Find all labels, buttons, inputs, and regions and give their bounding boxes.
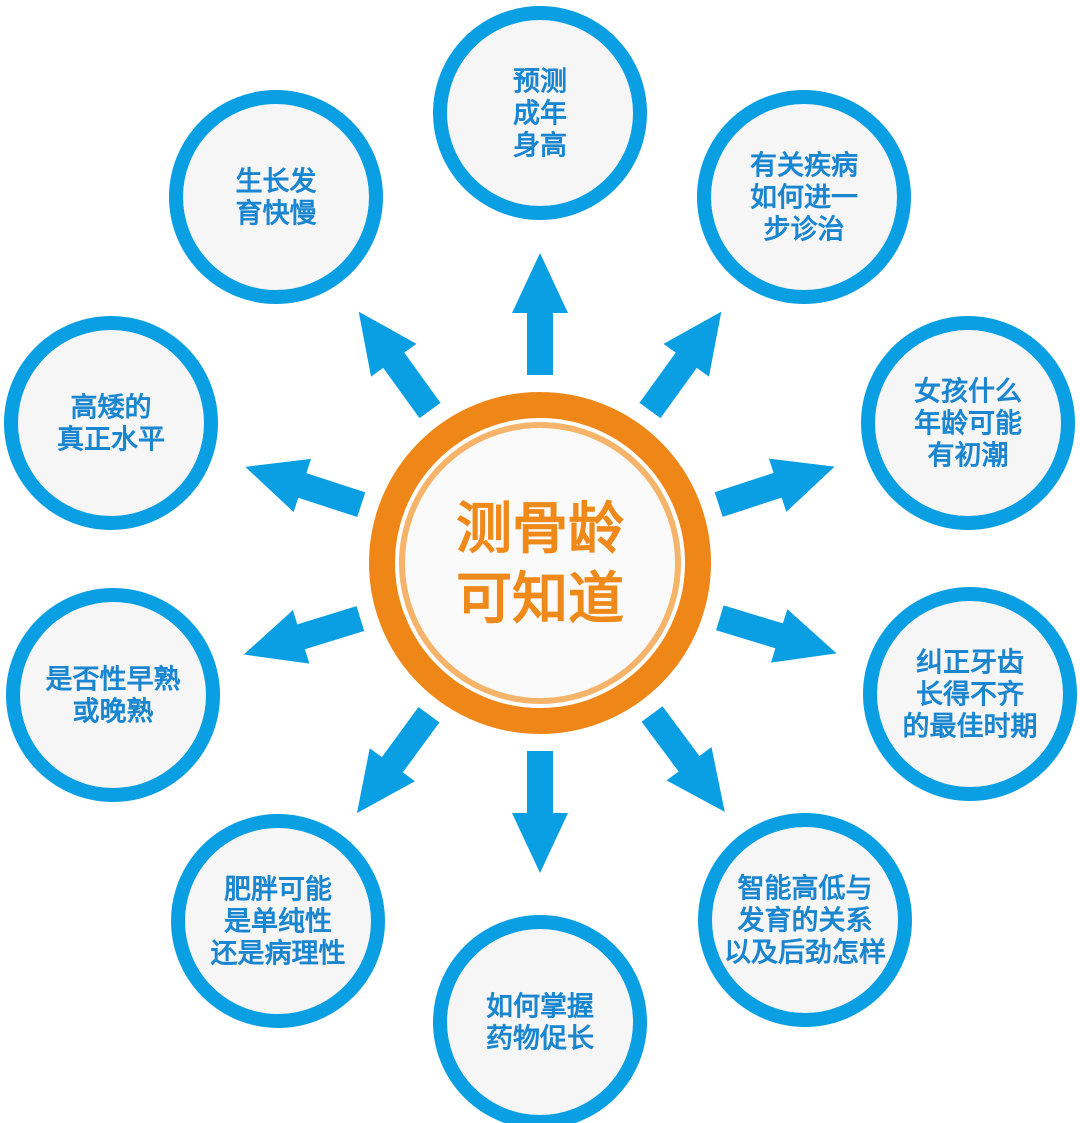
node-ring <box>861 316 1075 530</box>
node-label-line: 真正水平 <box>57 425 165 456</box>
node-ring <box>6 588 220 802</box>
node-ring <box>4 316 218 530</box>
arrow-teeth-correction <box>716 605 837 663</box>
node-ring <box>171 814 385 1028</box>
node-ring <box>698 813 912 1027</box>
nodes-layer: 预测成年身高有关疾病如何进一步诊治女孩什么年龄可能有初潮纠正牙齿长得不齐的最佳时… <box>4 6 1077 1123</box>
arrow-growth-medication <box>512 751 568 873</box>
node-label-line: 以及后劲怎样 <box>724 937 886 969</box>
node-label-line: 肥胖可能 <box>224 874 332 906</box>
arrow-growth-speed <box>358 311 441 419</box>
node-label-line: 还是病理性 <box>211 939 346 970</box>
node-label-line: 如何掌握 <box>486 992 594 1023</box>
arrows-layer <box>243 253 837 873</box>
center-title-line-1: 测骨龄 <box>456 497 624 562</box>
node-label-line: 发育的关系 <box>737 905 873 937</box>
node-label-line: 是否性早熟 <box>46 664 181 696</box>
node-label-line: 的最佳时期 <box>903 711 1038 743</box>
node-ring <box>433 6 647 220</box>
node-ring <box>697 90 911 304</box>
center-node: 测骨龄 可知道 <box>369 392 711 734</box>
node-label-line: 成年 <box>513 98 567 130</box>
node-label-line: 如何进一 <box>750 183 858 214</box>
node-label-line: 高矮的 <box>71 392 152 424</box>
node-label-line: 纠正牙齿 <box>916 648 1024 679</box>
node-ring <box>433 915 647 1123</box>
node-label-line: 步诊治 <box>764 214 845 246</box>
arrow-obesity-type <box>356 707 440 814</box>
node-label-line: 有关疾病 <box>750 150 858 182</box>
arrow-disease-treatment <box>639 311 722 419</box>
center-title-line-2: 可知道 <box>456 567 624 632</box>
node-label-line: 智能高低与 <box>738 873 873 905</box>
node-label-line: 药物促长 <box>486 1024 595 1055</box>
node-label-line: 身高 <box>513 130 567 162</box>
node-label-line: 长得不齐 <box>916 679 1025 711</box>
arrow-predict-adult-height <box>512 253 568 375</box>
arrow-intelligence-development <box>641 706 725 812</box>
node-label-line: 有初潮 <box>928 441 1009 472</box>
node-label-line: 生长发 <box>236 166 317 198</box>
node-label-line: 是单纯性 <box>224 906 332 938</box>
node-label-line: 或晚熟 <box>73 696 154 728</box>
node-ring <box>863 587 1077 801</box>
node-label-line: 育快慢 <box>236 198 318 230</box>
arrow-true-height-level <box>245 458 366 518</box>
node-label-line: 女孩什么 <box>914 376 1022 408</box>
center-inner-ring <box>399 422 681 704</box>
arrow-menarche-age <box>714 458 835 517</box>
node-label-line: 年龄可能 <box>914 408 1022 440</box>
node-label-line: 预测 <box>513 67 567 98</box>
arrow-early-late-maturity <box>243 606 365 664</box>
node-ring <box>169 90 383 304</box>
